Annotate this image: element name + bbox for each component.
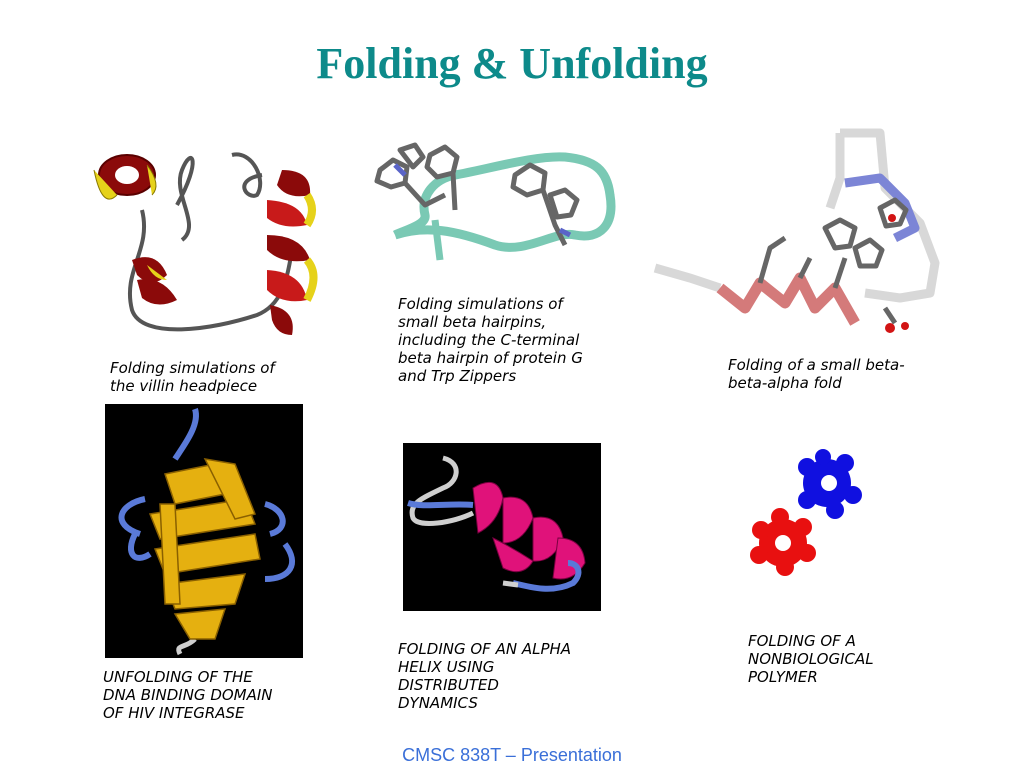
beta-beta-alpha-image bbox=[650, 128, 950, 348]
polymer-caption: FOLDING OF A NONBIOLOGICAL POLYMER bbox=[748, 632, 874, 686]
villin-headpiece-caption: Folding simulations of the villin headpi… bbox=[110, 359, 275, 395]
beta-hairpin-image bbox=[365, 135, 620, 270]
polymer-image bbox=[745, 445, 875, 580]
alpha-helix-image bbox=[403, 443, 601, 611]
hiv-integrase-image bbox=[105, 404, 303, 658]
beta-beta-alpha-caption: Folding of a small beta- beta-alpha fold bbox=[728, 356, 905, 392]
alpha-helix-caption: FOLDING OF AN ALPHA HELIX USING DISTRIBU… bbox=[398, 640, 572, 712]
villin-headpiece-image bbox=[82, 140, 342, 350]
beta-hairpin-caption: Folding simulations of small beta hairpi… bbox=[398, 295, 583, 385]
hiv-integrase-caption: UNFOLDING OF THE DNA BINDING DOMAIN OF H… bbox=[103, 668, 273, 722]
slide-footer: CMSC 838T – Presentation bbox=[402, 745, 622, 765]
slide-title: Folding & Unfolding bbox=[316, 39, 708, 88]
